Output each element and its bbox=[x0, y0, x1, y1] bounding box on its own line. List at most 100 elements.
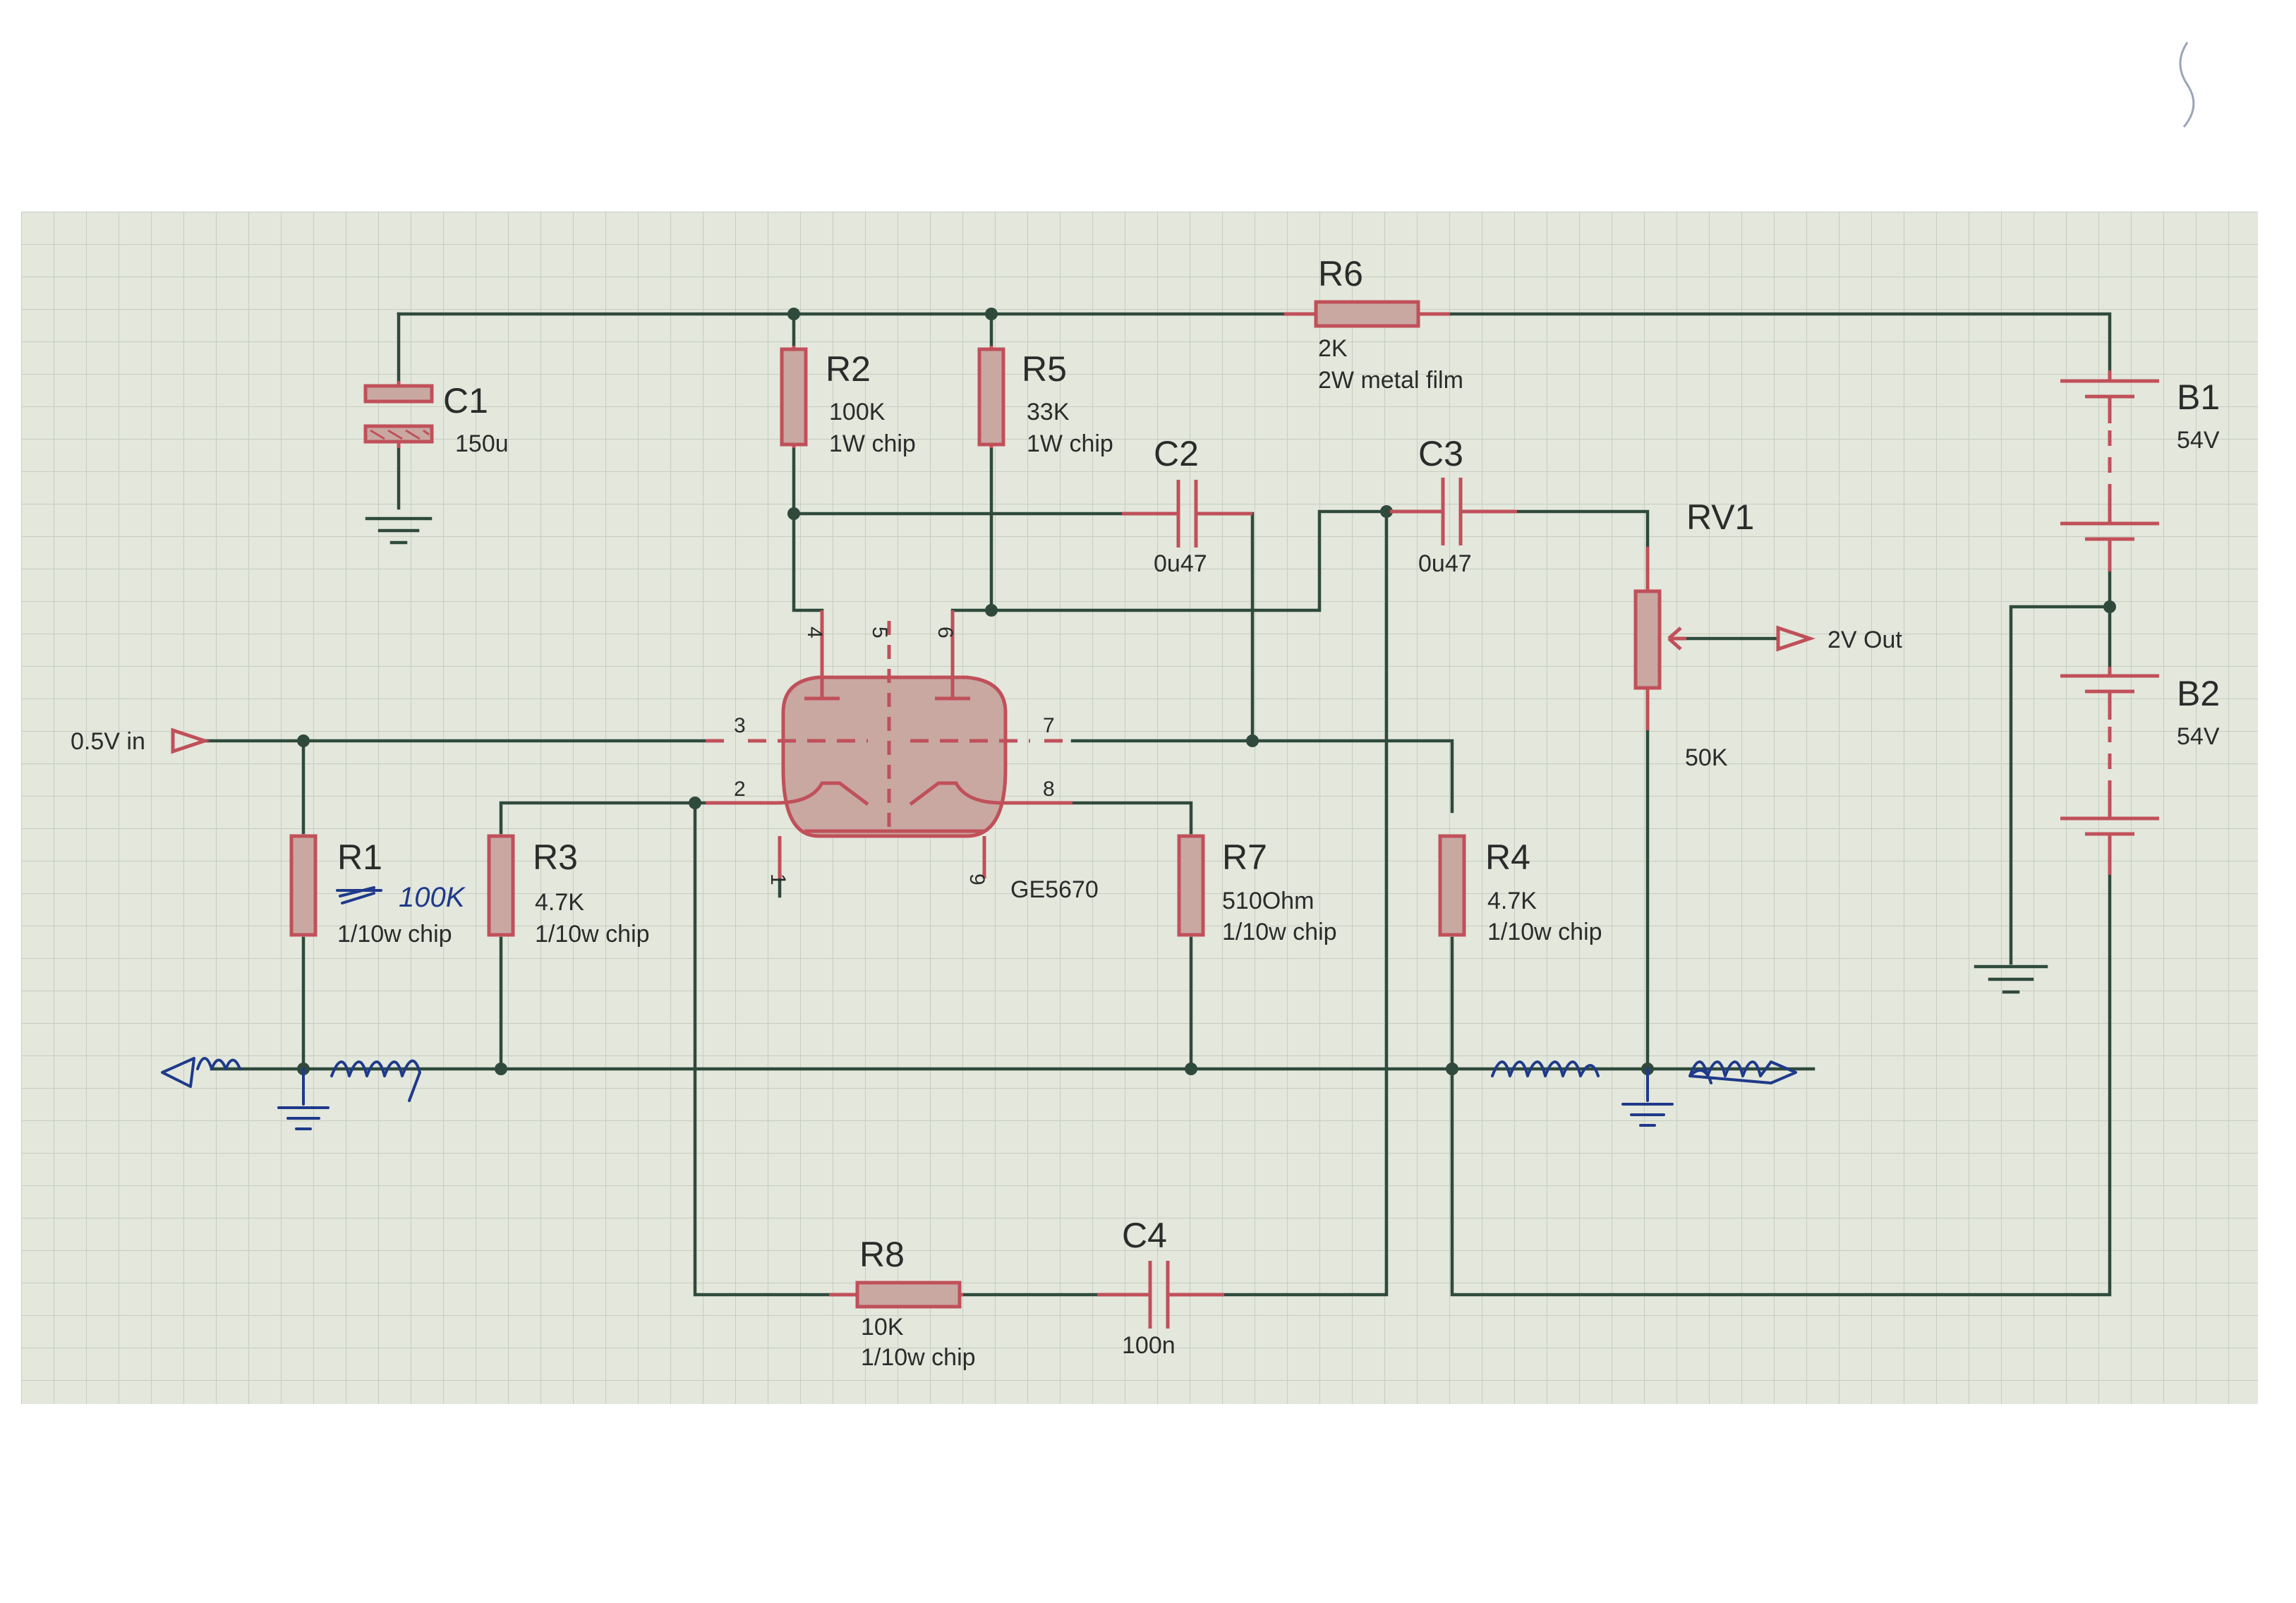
tube-pin-6: 6 bbox=[933, 627, 957, 639]
r2-ref: R2 bbox=[826, 349, 871, 389]
capacitor-c3 bbox=[1390, 478, 1517, 545]
junction-dot bbox=[1185, 1063, 1197, 1075]
tube-pin-4: 4 bbox=[803, 627, 826, 639]
resistor-r3 bbox=[487, 834, 515, 937]
r5-rating: 1W chip bbox=[1027, 430, 1113, 457]
battery-b2 bbox=[2060, 667, 2159, 875]
r3-value: 4.7K bbox=[535, 889, 584, 916]
wire-c3-to-c4 bbox=[1222, 509, 1389, 1297]
junction-dot bbox=[495, 1063, 507, 1075]
resistor-r8 bbox=[829, 1281, 963, 1309]
junction-dot bbox=[1246, 734, 1259, 747]
resistor-r1 bbox=[289, 834, 318, 937]
r4-rating: 1/10w chip bbox=[1487, 919, 1602, 945]
r8-rating: 1/10w chip bbox=[861, 1344, 976, 1371]
ground-battery bbox=[1974, 964, 2048, 994]
ground-c1 bbox=[365, 516, 433, 545]
tube-part-number: GE5670 bbox=[1010, 876, 1099, 903]
r5-value: 33K bbox=[1027, 399, 1070, 425]
r2-rating: 1W chip bbox=[829, 430, 916, 457]
c4-value: 100n bbox=[1122, 1332, 1176, 1359]
r7-rating: 1/10w chip bbox=[1222, 919, 1337, 945]
resistor-r6 bbox=[1284, 300, 1450, 328]
wire-top-rail-right bbox=[1448, 312, 2112, 373]
tube-pin-8: 8 bbox=[1043, 778, 1055, 801]
input-label: 0.5V in bbox=[71, 728, 145, 755]
wire-cathode8-r7 bbox=[1070, 801, 1193, 835]
b1-ref: B1 bbox=[2177, 377, 2220, 417]
resistor-r4 bbox=[1438, 834, 1466, 937]
r5-ref: R5 bbox=[1022, 349, 1067, 389]
junction-dot bbox=[787, 308, 800, 320]
tube-pin-9: 9 bbox=[965, 873, 989, 885]
c1-ref: C1 bbox=[443, 381, 488, 421]
resistor-r2 bbox=[780, 346, 808, 448]
r4-ref: R4 bbox=[1485, 837, 1530, 877]
rv1-ref: RV1 bbox=[1686, 497, 1754, 537]
resistor-r5 bbox=[977, 346, 1005, 448]
b2-ref: B2 bbox=[2177, 674, 2220, 713]
junction-dot bbox=[689, 797, 701, 809]
c3-ref: C3 bbox=[1418, 434, 1463, 473]
junction-dot bbox=[985, 308, 998, 320]
r3-ref: R3 bbox=[533, 837, 578, 877]
c1-value: 150u bbox=[455, 430, 509, 457]
r2-value: 100K bbox=[829, 399, 886, 425]
r6-ref: R6 bbox=[1318, 254, 1363, 294]
tube-pin-2: 2 bbox=[734, 778, 746, 801]
wire-r2-plate bbox=[792, 446, 824, 612]
r8-value: 10K bbox=[861, 1314, 904, 1341]
tube-pin-7: 7 bbox=[1043, 714, 1055, 737]
r6-rating: 2W metal film bbox=[1318, 367, 1463, 394]
wire-r4-b2 bbox=[1450, 873, 2112, 1297]
r8-ref: R8 bbox=[859, 1235, 905, 1274]
r4-value: 4.7K bbox=[1487, 888, 1537, 914]
tube-pin-1: 1 bbox=[766, 873, 790, 885]
r1-ref: R1 bbox=[337, 837, 382, 877]
c2-ref: C2 bbox=[1154, 434, 1199, 473]
junction-dot bbox=[1380, 505, 1393, 518]
handwritten-ground-mark-left bbox=[161, 1057, 421, 1130]
r3-rating: 1/10w chip bbox=[535, 921, 650, 948]
junction-dot bbox=[985, 604, 998, 617]
wire-cathode2-r8 bbox=[693, 801, 831, 1297]
tube-pin-3: 3 bbox=[734, 714, 746, 737]
capacitor-c2 bbox=[1122, 480, 1252, 548]
junction-dot bbox=[787, 507, 800, 520]
b1-value: 54V bbox=[2177, 427, 2220, 454]
tube-ge5670 bbox=[706, 610, 1073, 878]
output-label: 2V Out bbox=[1827, 627, 1902, 653]
handwritten-ground-mark-right bbox=[1491, 1060, 1797, 1127]
wire-grid7 bbox=[1070, 739, 1454, 813]
tube-pin-5: 5 bbox=[868, 627, 891, 639]
wire-r5-to-c3 bbox=[989, 509, 1392, 612]
grid-background bbox=[21, 212, 2258, 1404]
r7-ref: R7 bbox=[1222, 837, 1267, 877]
r6-value: 2K bbox=[1318, 335, 1348, 362]
r7-value: 510Ohm bbox=[1222, 888, 1314, 914]
r1-rating: 1/10w chip bbox=[337, 921, 452, 948]
b2-value: 54V bbox=[2177, 723, 2220, 750]
capacitor-c1 bbox=[363, 381, 434, 448]
r1-value-handwritten: 100K bbox=[399, 882, 466, 913]
junction-dot bbox=[1446, 1063, 1458, 1075]
resistor-r7 bbox=[1177, 834, 1205, 937]
junction-dot bbox=[297, 734, 310, 747]
wire-cathode2-r3 bbox=[499, 801, 708, 835]
c3-value: 0u47 bbox=[1418, 550, 1472, 577]
potentiometer-rv1 bbox=[1633, 547, 1686, 730]
r1-handwritten-correction bbox=[336, 886, 382, 905]
wire-c3-to-rv1 bbox=[1515, 509, 1650, 549]
capacitor-c4 bbox=[1097, 1261, 1224, 1329]
margin-scribble bbox=[2179, 42, 2195, 128]
junction-dot bbox=[2103, 600, 2116, 613]
wires bbox=[203, 312, 2112, 1297]
c4-ref: C4 bbox=[1122, 1216, 1167, 1255]
rv1-value: 50K bbox=[1685, 744, 1728, 771]
input-port bbox=[171, 727, 210, 754]
wire-batt-ground bbox=[2009, 605, 2112, 965]
battery-b1 bbox=[2060, 370, 2159, 571]
output-port bbox=[1776, 625, 1815, 652]
